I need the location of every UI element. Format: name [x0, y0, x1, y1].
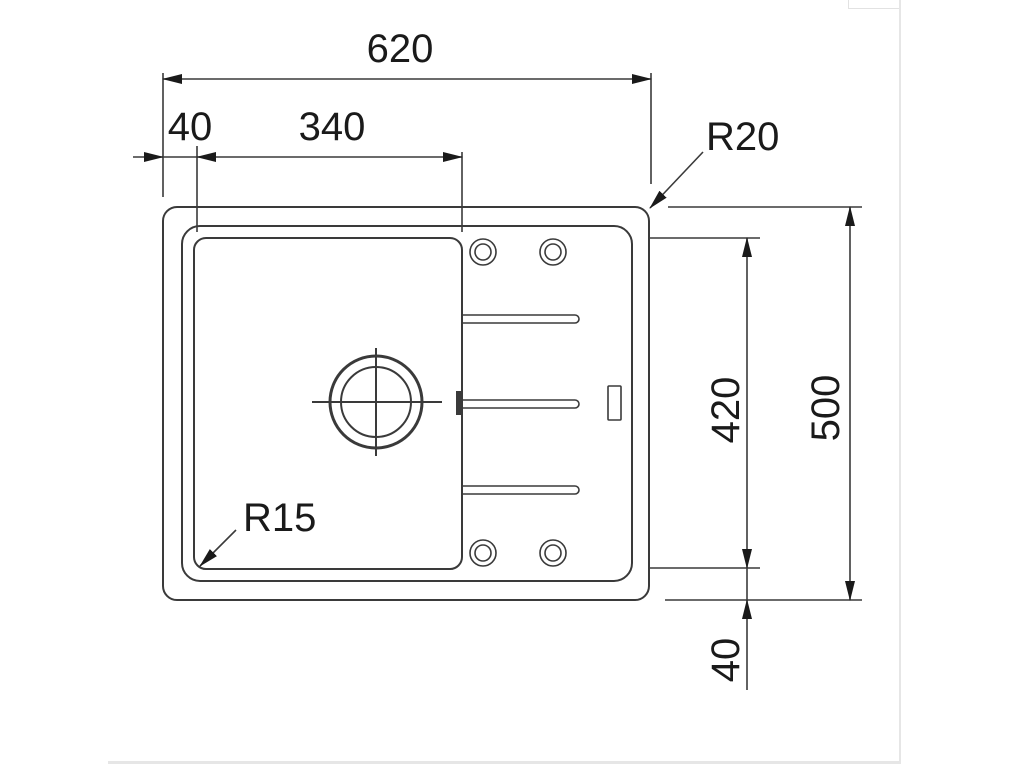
dim-label-outer-radius: R20 — [706, 115, 779, 159]
dim-label-bowl-radius: R15 — [243, 496, 316, 540]
dim-label-bowl-width: 340 — [299, 105, 366, 149]
dim-label-rim-offset-left: 40 — [168, 105, 213, 149]
drainer-grooves — [463, 314, 580, 495]
dim-label-overall-depth: 500 — [804, 375, 848, 442]
dim-label-bowl-depth: 420 — [704, 377, 748, 444]
outer-rim — [162, 206, 650, 601]
overflow-notch — [456, 391, 462, 415]
tap-holes — [469, 238, 567, 567]
frame-border-bottom — [108, 761, 901, 764]
frame-border-right — [899, 0, 901, 764]
leader-r20 — [649, 151, 704, 209]
overflow-slot — [607, 385, 622, 421]
inner-rim — [181, 225, 633, 582]
drain-waste — [312, 348, 442, 456]
dim-label-overall-width: 620 — [367, 27, 434, 71]
dim-label-rim-offset-bottom: 40 — [704, 638, 748, 683]
leader-r15 — [199, 529, 237, 567]
